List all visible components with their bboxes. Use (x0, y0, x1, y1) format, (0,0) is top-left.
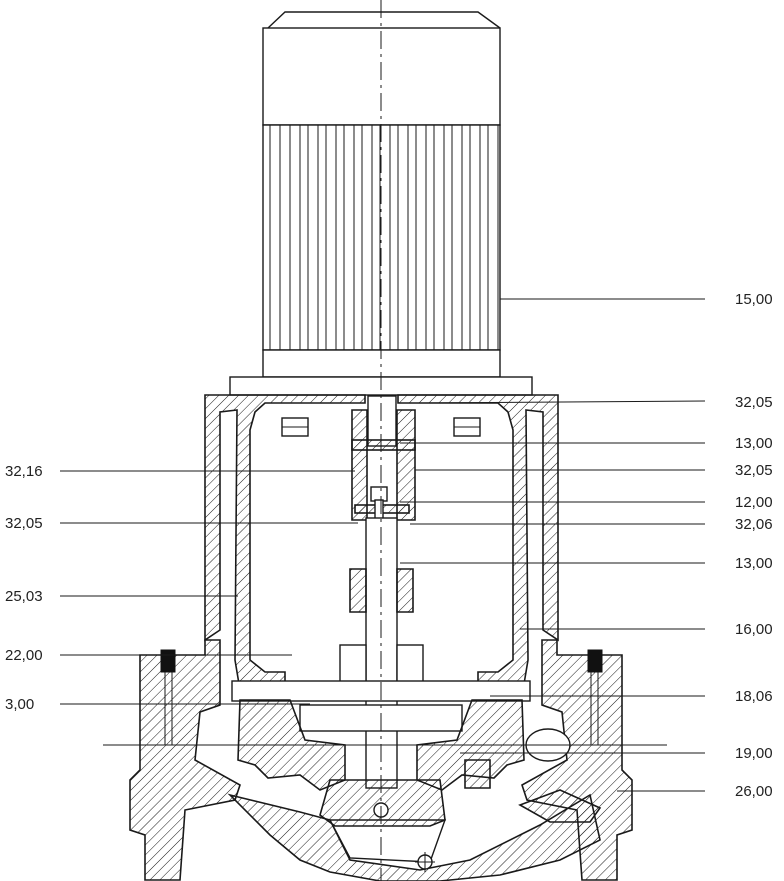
coupling-ring (351, 439, 416, 451)
vent-valve-right-body (587, 649, 603, 673)
motor-shaft-end (367, 395, 397, 447)
callout-right-12-00: 12,00 (735, 494, 773, 511)
callout-left-22-00: 22,00 (5, 647, 43, 664)
callout-left-32-05: 32,05 (5, 515, 43, 532)
motor-stool (204, 376, 559, 691)
casing-left-flange (129, 639, 241, 881)
callout-right-16-00: 16,00 (735, 621, 773, 638)
casing-right-flange (521, 639, 633, 881)
callout-right-13-00-b: 13,00 (735, 555, 773, 572)
coupling-right-half (396, 409, 416, 521)
coupling-screw-head (370, 486, 388, 502)
callout-right-32-06: 32,06 (735, 516, 773, 533)
callout-left-32-16: 32,16 (5, 463, 43, 480)
callout-left-25-03: 25,03 (5, 588, 43, 605)
callout-right-26-00: 26,00 (735, 783, 773, 800)
vent-valves (160, 649, 603, 745)
callout-leader-lines (60, 298, 706, 792)
callout-right-19-00: 19,00 (735, 745, 773, 762)
lantern-left-wall (204, 394, 366, 691)
callout-left-3-00: 3,00 (5, 696, 35, 713)
shaft-sleeve-right (396, 568, 414, 613)
motor-top-cap (267, 11, 501, 29)
volute-upper-right (518, 789, 602, 823)
shaft-sleeve-left (349, 568, 367, 613)
callout-right-32-05-b: 32,05 (735, 462, 773, 479)
callout-right-32-05-a: 32,05 (735, 394, 773, 411)
seal-housing (231, 644, 531, 791)
leader-line (419, 400, 706, 404)
callout-right-13-00-a: 13,00 (735, 435, 773, 452)
callout-right-18-06: 18,06 (735, 688, 773, 705)
coupling-left-half (351, 409, 368, 521)
vent-valve-left-body (160, 649, 176, 673)
callout-right-15-00: 15,00 (735, 291, 773, 308)
drain-plug-18-06 (464, 759, 491, 789)
